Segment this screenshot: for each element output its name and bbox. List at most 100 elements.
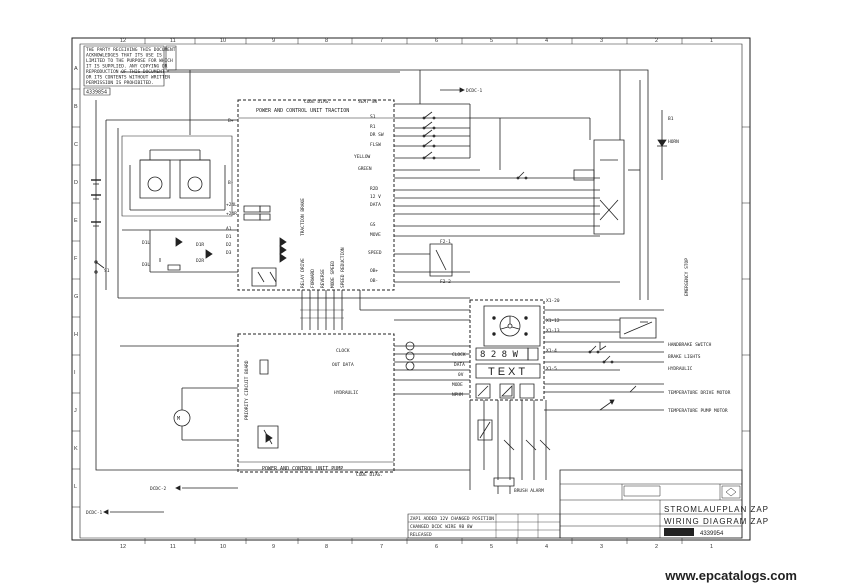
grid-left-label: A	[74, 66, 78, 72]
svg-text:D2: D2	[226, 242, 232, 248]
notice-line: LIMITED TO THE PURPOSE FOR WHICH	[86, 58, 173, 64]
svg-text:B+: B+	[228, 118, 234, 124]
battery-symbol	[91, 180, 101, 226]
grid-top-label: 8	[325, 38, 328, 44]
pump-right-wiring	[360, 290, 470, 394]
grid-left-label: L	[74, 484, 77, 490]
notice-line: OR ITS CONTENTS WITHOUT WRITTEN	[86, 75, 170, 81]
title-block: STROMLAUFPLAN ZAP WIRING DIAGRAM ZAP 433…	[408, 470, 769, 538]
code-diag-2-label: CODE DIAG.	[356, 472, 383, 478]
svg-text:X1-12: X1-12	[546, 318, 560, 324]
svg-text:RELAY DRIVE: RELAY DRIVE	[300, 258, 306, 288]
svg-text:X1-5: X1-5	[546, 366, 557, 372]
relay-contacts-left	[244, 206, 286, 286]
svg-text:OB-: OB-	[370, 278, 378, 284]
svg-text:SPEED: SPEED	[368, 250, 382, 256]
svg-text:S1: S1	[104, 268, 110, 274]
grid-tick-marks	[72, 38, 750, 544]
svg-text:FLSW: FLSW	[370, 142, 381, 148]
svg-text:MODE SPEED: MODE SPEED	[330, 261, 336, 288]
notice-line: PERMISSION IS PROHIBITED.	[86, 80, 154, 86]
grid-left-label: D	[74, 180, 78, 186]
grid-left-label: B	[74, 104, 78, 110]
grid-bottom: 12 11 10 9 8 7 6 5 4 3 2 1	[120, 544, 713, 550]
right-peripherals: HANDBRAKE SWITCH BRAKE LIGHTS HYDRAULIC …	[544, 258, 731, 414]
svg-text:FORWARD: FORWARD	[310, 269, 316, 288]
svg-text:X1-13: X1-13	[546, 328, 560, 334]
grid-bottom-label: 7	[380, 544, 383, 550]
horn-diode-right: B1 HORN	[657, 110, 679, 180]
svg-text:GS: GS	[370, 222, 376, 228]
grid-left-label: C	[74, 142, 78, 148]
svg-text:PRIORITY CIRCUIT BOARD: PRIORITY CIRCUIT BOARD	[244, 360, 250, 420]
svg-text:D1L: D1L	[142, 240, 150, 246]
title-english: WIRING DIAGRAM ZAP	[664, 517, 769, 526]
notice-line: ACKNOWLEDGES THAT ITS USE IS	[86, 53, 162, 59]
rev-row: ZAP1 ADDED 12V CHANGED POSITION	[410, 516, 494, 522]
svg-text:S1: S1	[370, 114, 376, 120]
svg-text:SPEED REDUCTION: SPEED REDUCTION	[340, 247, 346, 288]
svg-text:+24R: +24R	[226, 211, 237, 217]
seat-sw-label: SEAT SW	[358, 99, 377, 105]
notice-line: THE PARTY RECEIVING THIS DOCUMENT	[86, 47, 176, 53]
svg-text:NPHM: NPHM	[452, 392, 463, 398]
grid-bottom-label: 5	[490, 544, 493, 550]
display-text-label: TEXT	[488, 366, 528, 378]
title-german: STROMLAUFPLAN ZAP	[664, 505, 769, 514]
out-data-label: OUT DATA	[332, 362, 354, 368]
grid-top-label: 10	[220, 38, 226, 44]
copyright-notice: THE PARTY RECEIVING THIS DOCUMENT ACKNOW…	[84, 46, 176, 96]
grid-left-label: H	[74, 332, 78, 338]
grid-left-label: E	[74, 218, 78, 224]
grid-bottom-label: 6	[435, 544, 438, 550]
watermark: www.epcatalogs.com	[665, 568, 797, 583]
grid-top: 12 11 10 9 8 7 6 5 4 3 2 1	[120, 38, 713, 44]
grid-bottom-label: 10	[220, 544, 226, 550]
grid-left-label: J	[74, 408, 77, 414]
hydraulic-label: HYDRAULIC	[334, 390, 359, 396]
svg-text:X1-4: X1-4	[546, 348, 557, 354]
title-doc-number: 4339954	[700, 531, 724, 537]
doc-number-top: 4339854	[86, 90, 107, 96]
grid-bottom-label: 1	[710, 544, 713, 550]
svg-text:OB+: OB+	[370, 268, 378, 274]
temp-drive-label: TEMPERATURE DRIVE MOTOR	[668, 390, 731, 396]
grid-bottom-label: 8	[325, 544, 328, 550]
handbrake-label: HANDBRAKE SWITCH	[668, 342, 712, 348]
grid-bottom-label: 12	[120, 544, 126, 550]
svg-text:R2D: R2D	[370, 186, 378, 192]
svg-text:X1-20: X1-20	[546, 298, 560, 304]
svg-text:D2R: D2R	[196, 258, 204, 264]
pump-controller: POWER AND CONTROL UNIT PUMP CODE DIAG. C…	[120, 334, 394, 478]
traction-controller: POWER AND CONTROL UNIT TRACTION CODE DIA…	[226, 99, 394, 330]
svg-text:+24L: +24L	[226, 202, 237, 208]
traction-pin-row	[300, 290, 344, 330]
svg-text:B-: B-	[228, 180, 233, 186]
grid-left-label: K	[74, 446, 78, 452]
pump-controller-title: POWER AND CONTROL UNIT PUMP	[262, 466, 343, 472]
grid-top-label: 4	[545, 38, 548, 44]
grid-top-label: 9	[272, 38, 275, 44]
grid-top-label: 11	[170, 38, 176, 44]
grid-left-label: F	[74, 256, 78, 262]
grid-left: A B C D E F G H I J K L	[74, 66, 78, 490]
grid-top-label: 7	[380, 38, 383, 44]
sheet-frame	[72, 38, 750, 540]
svg-text:REVERSE: REVERSE	[320, 269, 326, 288]
svg-text:M: M	[177, 416, 180, 422]
yellow-label: YELLOW	[354, 154, 371, 160]
svg-text:B1: B1	[668, 116, 674, 122]
brake-light-label: BRAKE LIGHTS	[668, 354, 701, 360]
emergency-stop-label: EMERGENCY STOP	[684, 258, 690, 296]
dcdc-1-label: DCDC-1	[86, 510, 103, 516]
svg-text:A1: A1	[226, 226, 232, 232]
svg-text:D1R: D1R	[196, 242, 204, 248]
grid-top-label: 6	[435, 38, 438, 44]
grid-bottom-label: 4	[545, 544, 548, 550]
brush-alarm-label: BRUSH ALARM	[514, 488, 544, 494]
grid-left-label: G	[74, 294, 78, 300]
rev-row: CHANGED DCDC WIRE 9B 8W	[410, 524, 473, 530]
temp-pump-label: TEMPERATURE PUMP MOTOR	[668, 408, 728, 414]
grid-top-label: 5	[490, 38, 493, 44]
